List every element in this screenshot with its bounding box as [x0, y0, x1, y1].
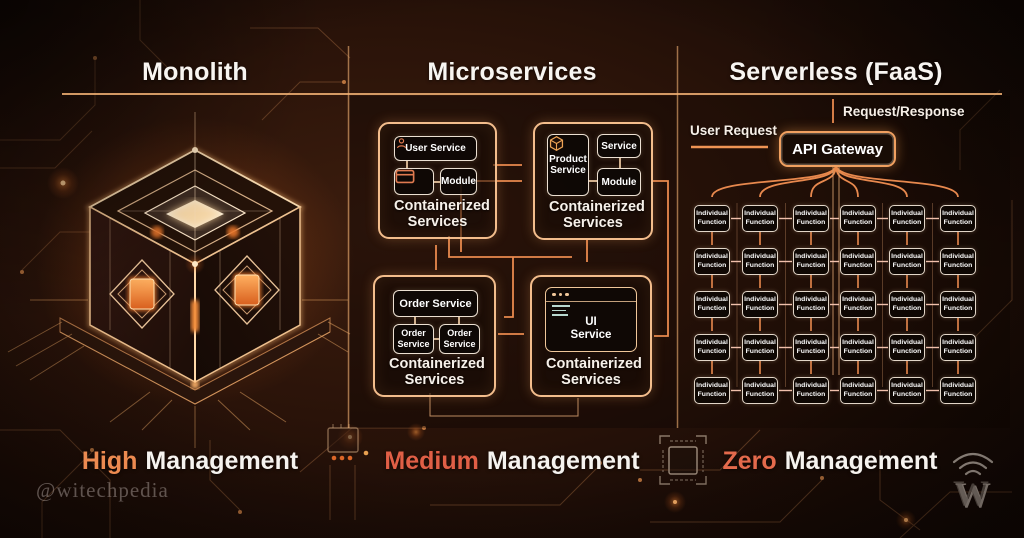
- ui-browser-window: UI Service: [545, 287, 637, 352]
- containerized-label-2: Containerized Services: [549, 199, 645, 232]
- user-service-label: User Service: [405, 143, 466, 154]
- function-box: Individual Function: [889, 377, 925, 404]
- function-box: Individual Function: [889, 334, 925, 361]
- service-box: Service: [597, 134, 641, 158]
- product-service-box: Product Service: [547, 134, 589, 196]
- package-icon: [549, 135, 564, 152]
- function-box: Individual Function: [694, 205, 730, 232]
- function-box: Individual Function: [940, 291, 976, 318]
- function-box: Individual Function: [940, 377, 976, 404]
- function-box: Individual Function: [793, 205, 829, 232]
- api-gateway-box: API Gateway: [779, 131, 896, 167]
- container-user-services: User Service Module Containerized Servic…: [378, 122, 497, 239]
- containerized-label-3: Containerized Services: [389, 356, 485, 389]
- function-box: Individual Function: [889, 248, 925, 275]
- product-service-label: Product Service: [549, 153, 587, 177]
- function-box: Individual Function: [840, 334, 876, 361]
- title-microservices: Microservices: [427, 58, 597, 86]
- function-box: Individual Function: [742, 377, 778, 404]
- function-box: Individual Function: [840, 291, 876, 318]
- title-monolith: Monolith: [142, 58, 248, 86]
- order-sub-box-2: Order Service: [439, 324, 480, 354]
- function-box: Individual Function: [793, 248, 829, 275]
- function-box: Individual Function: [889, 205, 925, 232]
- module-icon-box: [394, 168, 434, 195]
- function-box: Individual Function: [742, 291, 778, 318]
- order-sub-box-1: Order Service: [393, 324, 434, 354]
- containerized-label-1: Containerized Services: [394, 198, 490, 231]
- function-box: Individual Function: [793, 291, 829, 318]
- function-box: Individual Function: [694, 291, 730, 318]
- function-box: Individual Function: [742, 334, 778, 361]
- user-service-box: User Service: [394, 136, 477, 161]
- function-box: Individual Function: [742, 205, 778, 232]
- containerized-label-4: Containerized Services: [546, 356, 642, 389]
- function-box: Individual Function: [840, 377, 876, 404]
- user-icon: [397, 138, 406, 149]
- browser-dot: [565, 292, 569, 297]
- function-box: Individual Function: [793, 334, 829, 361]
- container-product-services: Product Service Service Module Container…: [533, 122, 653, 240]
- user-request-label: User Request: [690, 123, 778, 138]
- function-box: Individual Function: [742, 248, 778, 275]
- window-icon: [395, 169, 415, 184]
- function-box: Individual Function: [694, 377, 730, 404]
- container-ui-services: UI Service Containerized Services: [530, 275, 652, 397]
- order-service-box: Order Service: [393, 290, 478, 317]
- browser-dot: [558, 292, 562, 297]
- module-box-1: Module: [440, 168, 477, 195]
- function-box: Individual Function: [940, 248, 976, 275]
- function-box: Individual Function: [694, 248, 730, 275]
- function-box: Individual Function: [840, 248, 876, 275]
- function-box: Individual Function: [793, 377, 829, 404]
- function-box: Individual Function: [840, 205, 876, 232]
- request-response-label: Request/Response: [843, 104, 965, 119]
- function-box: Individual Function: [940, 334, 976, 361]
- ui-service-label: UI Service: [570, 315, 612, 341]
- browser-titlebar: [546, 288, 636, 302]
- watermark: @witechpedia: [36, 478, 169, 502]
- function-box: Individual Function: [889, 291, 925, 318]
- browser-dot: [552, 292, 556, 297]
- module-box-2: Module: [597, 168, 641, 196]
- function-box: Individual Function: [694, 334, 730, 361]
- function-box: Individual Function: [940, 205, 976, 232]
- container-order-services: Order Service Order Service Order Servic…: [373, 275, 496, 397]
- title-serverless: Serverless (FaaS): [729, 58, 943, 86]
